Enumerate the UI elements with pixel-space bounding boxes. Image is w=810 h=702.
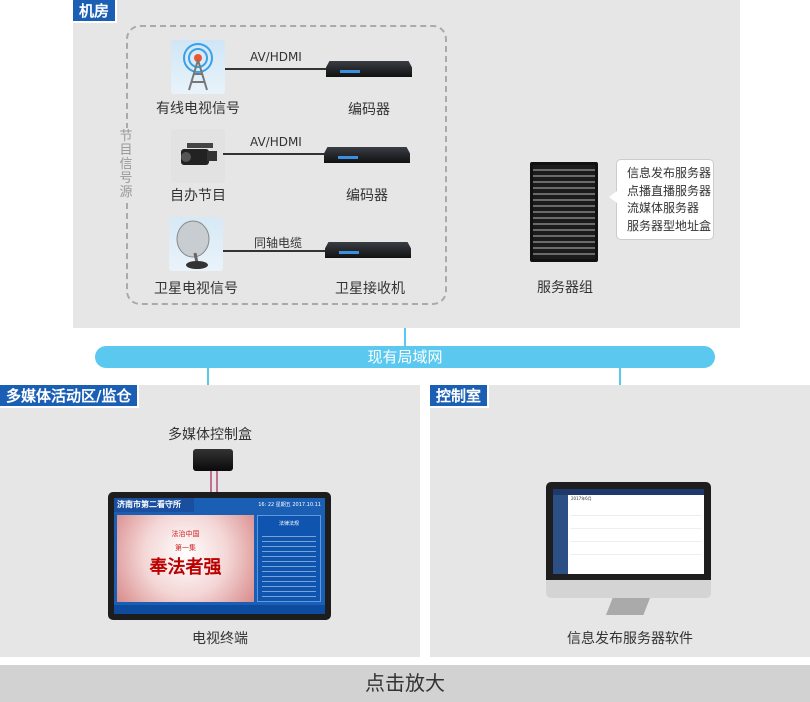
- source-label-satellite: 卫星电视信号: [154, 281, 238, 297]
- source-label-self: 自办节目: [170, 188, 226, 204]
- signal-source-label: 节目信号源: [116, 128, 136, 202]
- zoom-in-button[interactable]: 点击放大: [0, 665, 810, 702]
- screen-side-title: 法律法规: [278, 521, 299, 527]
- software-screen: 2017年6月: [553, 489, 704, 574]
- satellite-receiver-icon: [325, 242, 411, 258]
- server-group-label: 服务器组: [537, 280, 593, 296]
- connector-line: [225, 68, 330, 70]
- screen-video: 法治中国 第一集 奉法者强: [117, 515, 254, 602]
- encoder-device-icon: [326, 61, 412, 77]
- service-item: 流媒体服务器: [627, 201, 700, 215]
- multimedia-area-title: 多媒体活动区/监仓: [0, 385, 140, 408]
- link-label: AV/HDMI: [250, 50, 302, 64]
- device-label: 卫星接收机: [335, 281, 405, 297]
- link-label: AV/HDMI: [250, 135, 302, 149]
- source-label-cable: 有线电视信号: [156, 101, 240, 117]
- tv-terminal: 济南市第二看守所 16: 22 星期五 2017.10.11 法治中国 第一集 …: [108, 492, 331, 620]
- service-item: 点播直播服务器: [627, 183, 712, 198]
- calendar-title: 2017年6月: [571, 496, 592, 501]
- connector-line: [223, 153, 328, 155]
- service-item: 服务器型地址盒: [627, 218, 712, 233]
- device-label: 编码器: [348, 102, 390, 118]
- software-label: 信息发布服务器软件: [567, 631, 693, 647]
- antenna-tower-icon: [171, 40, 225, 94]
- network-label: 现有局域网: [367, 348, 443, 366]
- screen-headline: 奉法者强: [149, 557, 222, 578]
- control-room-title: 控制室: [430, 385, 490, 408]
- encoder-device-icon: [324, 147, 410, 163]
- screen-side-panel: 法律法规: [257, 515, 321, 602]
- callout-pointer: [609, 191, 617, 203]
- monitor-icon: 2017年6月: [546, 482, 711, 598]
- screen-datetime: 16: 22 星期五 2017.10.11: [258, 502, 321, 508]
- cable-icon: [216, 471, 218, 493]
- monitor-stand: [606, 598, 650, 615]
- connector-line: [223, 250, 328, 252]
- server-services-callout: 信息发布服务器 点播直播服务器 流媒体服务器 服务器型地址盒: [616, 159, 714, 240]
- tv-screen: 济南市第二看守所 16: 22 星期五 2017.10.11 法治中国 第一集 …: [114, 498, 325, 614]
- link-label: 同轴电缆: [254, 236, 303, 250]
- network-link-right: [619, 368, 621, 385]
- network-link-top: [404, 328, 406, 346]
- network-link-left: [207, 368, 209, 385]
- video-camera-icon: [171, 129, 225, 183]
- service-item: 信息发布服务器: [627, 166, 712, 180]
- screen-episode: 第一集: [175, 544, 196, 552]
- network-pipe: 现有局域网: [95, 346, 715, 368]
- server-rack-icon: [530, 162, 598, 262]
- cable-icon: [210, 471, 212, 493]
- control-box-icon: [193, 449, 233, 471]
- screen-banner: 法治中国: [171, 530, 200, 538]
- screen-header: 济南市第二看守所: [114, 498, 194, 512]
- machine-room-title: 机房: [73, 0, 118, 23]
- device-label: 编码器: [346, 188, 388, 204]
- tv-terminal-label: 电视终端: [192, 631, 248, 647]
- zoom-in-label: 点击放大: [365, 671, 445, 695]
- satellite-dish-icon: [169, 217, 223, 271]
- control-box-label: 多媒体控制盒: [168, 427, 252, 443]
